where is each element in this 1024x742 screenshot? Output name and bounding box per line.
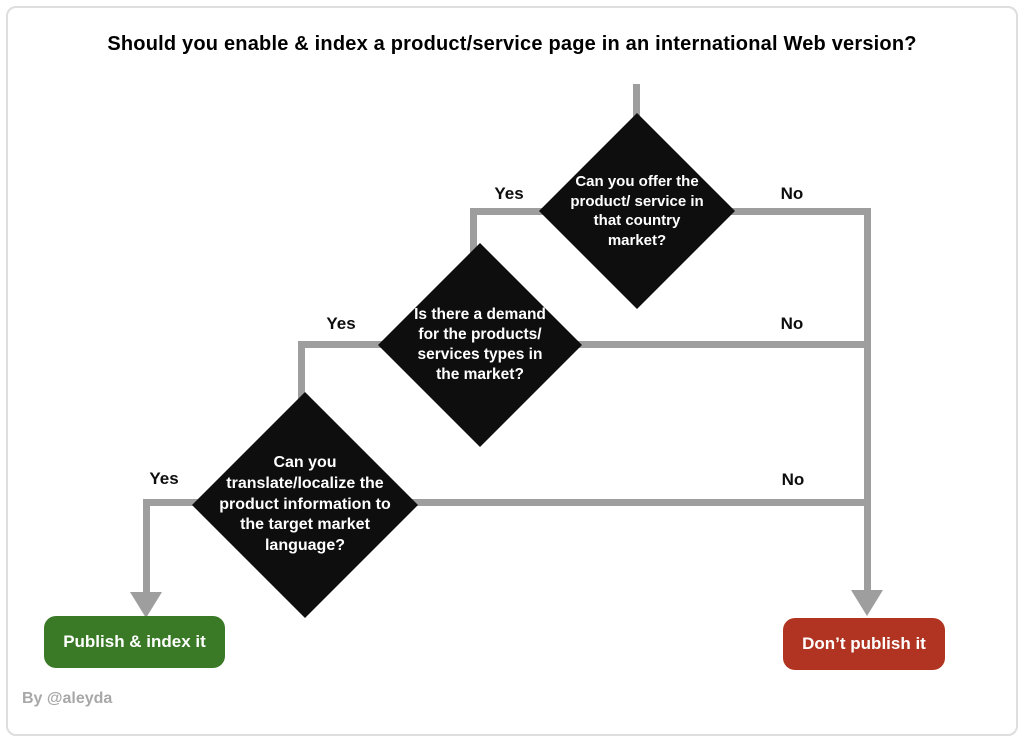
decision-demand-market-label: Is there a demand for the products/ serv… xyxy=(414,305,546,384)
edge-label-offer-no: No xyxy=(780,184,804,203)
attribution-text: By @aleyda xyxy=(22,690,113,707)
connector-offer-yes-h xyxy=(470,208,554,215)
connector-no-trunk-v xyxy=(864,208,871,590)
connector-translate-yes-v xyxy=(143,499,150,593)
page-title: Should you enable & index a product/serv… xyxy=(107,33,917,55)
edge-label-translate-no: No xyxy=(781,470,805,489)
arrow-down-publish-icon xyxy=(130,592,162,618)
connector-demand-yes-h xyxy=(298,341,388,348)
outcome-publish-index: Publish & index it xyxy=(44,616,225,668)
edge-label-translate-yes: Yes xyxy=(149,469,179,488)
decision-offer-product-label: Can you offer the product/ service in th… xyxy=(570,173,704,249)
connector-top-entry xyxy=(633,84,640,129)
connector-demand-no-h xyxy=(575,341,871,348)
outcome-dont-publish: Don’t publish it xyxy=(783,618,945,670)
arrow-down-dont-publish-icon xyxy=(851,590,883,616)
outcome-publish-index-label: Publish & index it xyxy=(63,632,206,651)
connector-translate-no-h xyxy=(412,499,871,506)
connector-offer-no-h xyxy=(728,208,871,215)
edge-label-demand-yes: Yes xyxy=(326,314,356,333)
connector-demand-yes-v xyxy=(298,341,305,405)
decision-translate-localize: Can you translate/localize the product i… xyxy=(192,392,418,618)
edge-label-demand-no: No xyxy=(780,314,804,333)
edge-label-offer-yes: Yes xyxy=(494,184,524,203)
decision-translate-localize-label: Can you translate/localize the product i… xyxy=(219,454,391,555)
connector-offer-yes-v xyxy=(470,208,477,270)
connector-translate-yes-h xyxy=(143,499,205,506)
decision-demand-market: Is there a demand for the products/ serv… xyxy=(378,243,582,447)
decision-offer-product: Can you offer the product/ service in th… xyxy=(539,113,735,309)
outcome-dont-publish-label: Don’t publish it xyxy=(802,634,926,653)
